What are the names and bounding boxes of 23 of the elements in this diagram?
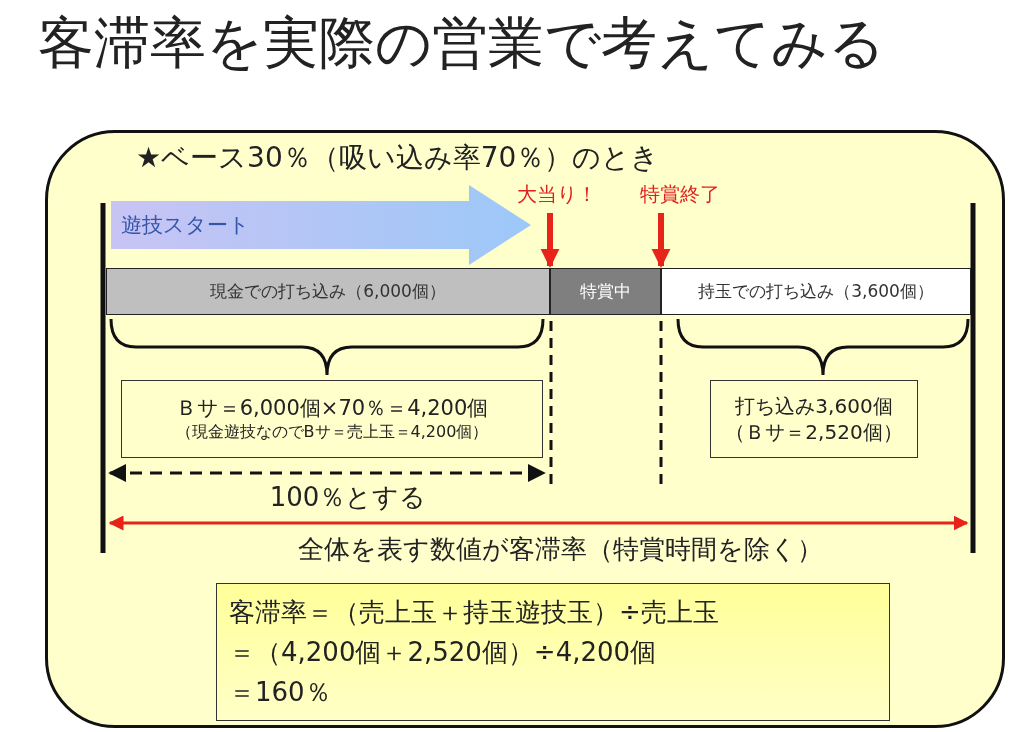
bar-segment: 特賞中 bbox=[550, 268, 661, 315]
event-label: 大当り！ bbox=[512, 179, 602, 209]
bar-segment: 現金での打ち込み（6,000個） bbox=[106, 268, 550, 315]
arrow bbox=[540, 213, 560, 268]
event-label: 特賞終了 bbox=[628, 179, 732, 209]
arrow-label: 遊技スタート bbox=[121, 212, 250, 239]
note-box bbox=[710, 380, 918, 458]
rounded-panel bbox=[45, 130, 1005, 728]
dimension-label: 100％とする bbox=[269, 480, 427, 514]
note-text: 打ち込み3,600個 bbox=[735, 393, 893, 419]
note-text: Ｂサ＝6,000個×70％＝4,200個 bbox=[175, 394, 489, 422]
formula-line: ＝（4,200個＋2,520個）÷4,200個 bbox=[229, 636, 658, 669]
formula-line: 客滞率＝（売上玉＋持玉遊技玉）÷売上玉 bbox=[229, 596, 720, 629]
note-box bbox=[121, 380, 543, 458]
bar-segment: 持玉での打ち込み（3,600個） bbox=[661, 268, 971, 315]
note-text: （Ｂサ＝2,520個） bbox=[725, 419, 903, 445]
formula-box bbox=[216, 583, 890, 721]
arrow bbox=[651, 213, 671, 268]
dimension-label: 全体を表す数値が客滞率（特賞時間を除く） bbox=[297, 532, 823, 566]
note-text: （現金遊技なのでBサ＝売上玉＝4,200個） bbox=[175, 422, 489, 444]
formula-line: ＝160％ bbox=[229, 676, 332, 709]
panel-heading: ★ベース30％（吸い込み率70％）のとき bbox=[136, 140, 660, 176]
page-title: 客滞率を実際の営業で考えてみる bbox=[38, 9, 885, 77]
